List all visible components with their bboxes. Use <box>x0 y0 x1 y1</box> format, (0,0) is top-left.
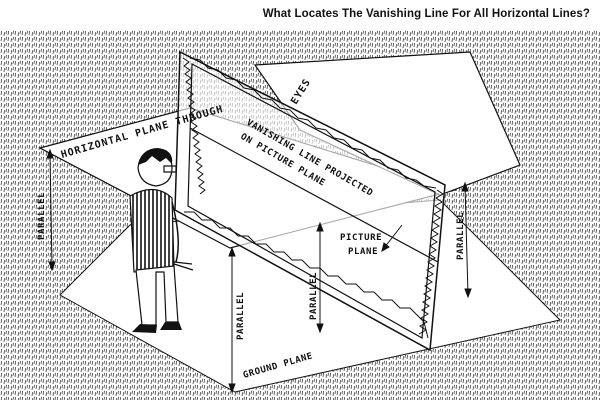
label-parallel-left: PARALLEL <box>37 192 47 240</box>
label-picture-plane-1: PICTURE <box>340 233 382 243</box>
label-parallel-center: PARALLEL <box>236 292 246 340</box>
parallel-arrows <box>46 148 472 394</box>
man-figure <box>129 148 194 333</box>
page-title: What Locates The Vanishing Line For All … <box>262 8 590 20</box>
label-parallel-right: PARALLEL <box>456 212 466 260</box>
label-parallel-frame: PARALLEL <box>309 272 319 320</box>
label-picture-plane-2: PLANE <box>348 247 378 257</box>
picture-plane-frame <box>174 50 446 352</box>
vanishing-line <box>189 127 439 263</box>
